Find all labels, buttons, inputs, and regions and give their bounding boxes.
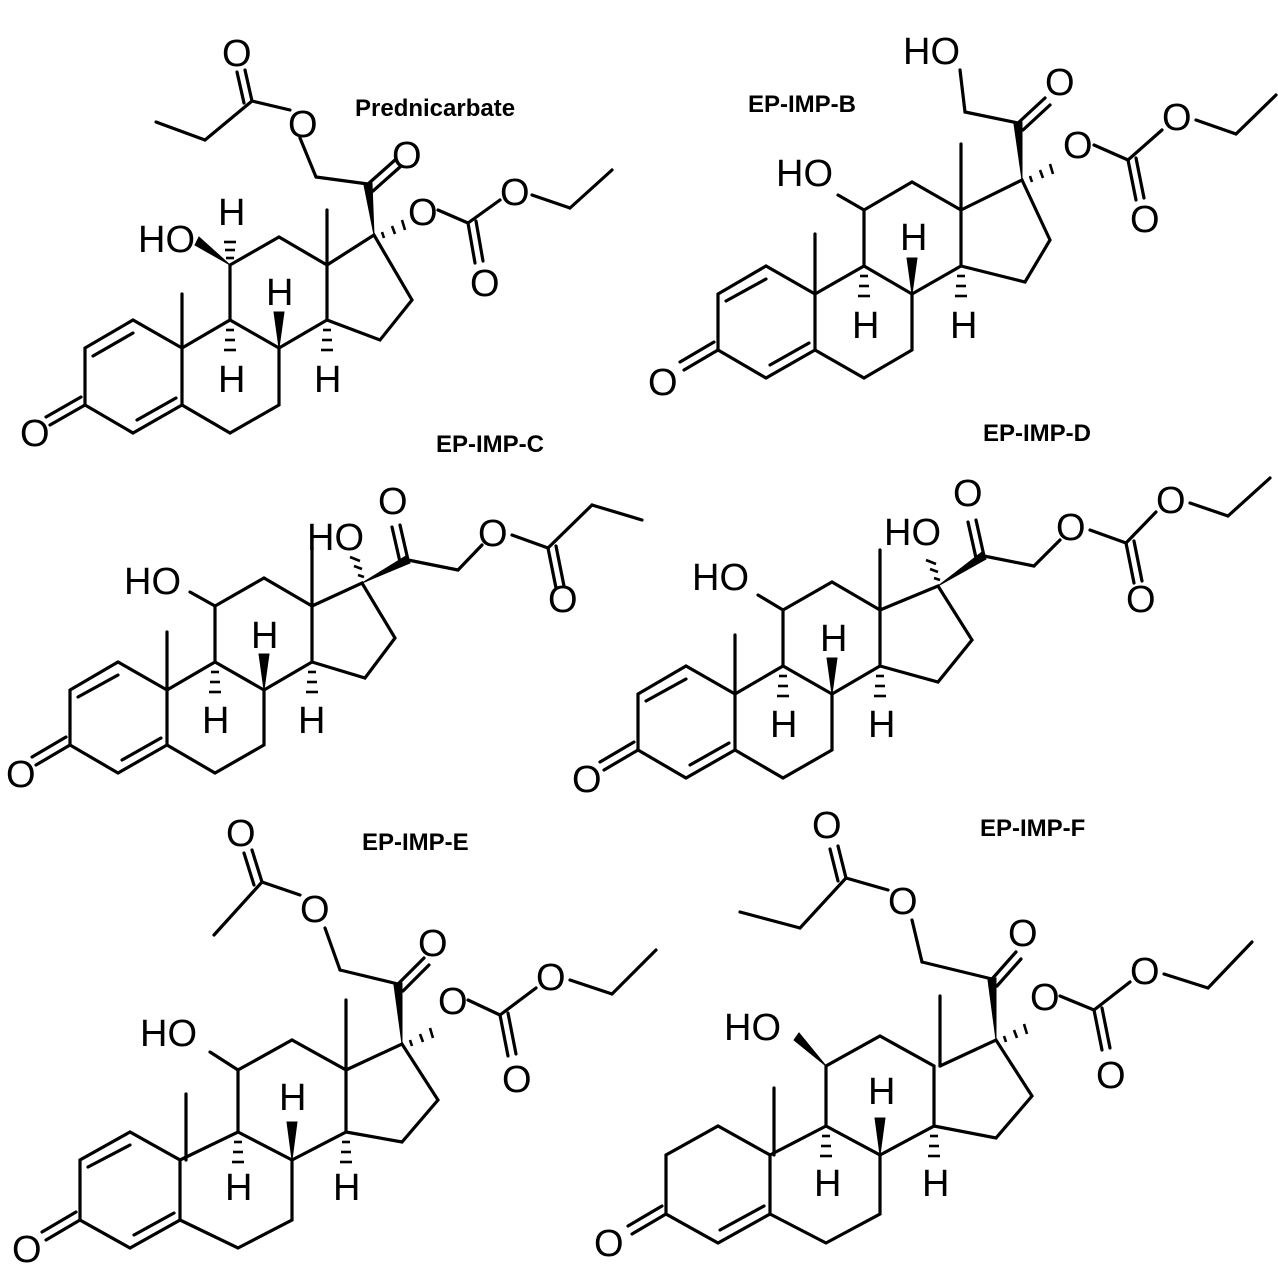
atom-o: O xyxy=(1130,951,1160,993)
atom-o: O xyxy=(1045,62,1075,104)
atom-14-h: H xyxy=(868,704,895,746)
atom-o: O xyxy=(502,1059,532,1101)
atom-14-h: H xyxy=(950,305,977,347)
atom-11-ho: HO xyxy=(692,557,749,599)
atom-o: O xyxy=(1008,913,1038,955)
atom-o: O xyxy=(300,889,330,931)
atom-o: O xyxy=(1156,480,1186,522)
atom-ho: HO xyxy=(903,31,960,73)
molecule-ep-imp-f: EP-IMP-F O HO H H H O O O O xyxy=(594,805,1254,1265)
title-ep-imp-b: EP-IMP-B xyxy=(748,91,856,118)
title-ep-imp-f: EP-IMP-F xyxy=(980,815,1085,842)
atom-17-ho: HO xyxy=(307,517,364,559)
atom-o: O xyxy=(478,513,508,555)
atom-14-h: H xyxy=(922,1163,949,1205)
atom-o: O xyxy=(953,473,983,515)
molecule-ep-imp-b: EP-IMP-B O HO H H H O HO O O O xyxy=(648,31,1278,404)
atom-ketone-o: O xyxy=(6,754,36,796)
atom-ketone-o: O xyxy=(20,413,50,455)
title-ep-imp-e: EP-IMP-E xyxy=(362,829,469,856)
atom-o: O xyxy=(288,104,318,146)
atom-o: O xyxy=(548,579,578,621)
atom-ketone-o: O xyxy=(572,759,602,801)
molecule-ep-imp-d: EP-IMP-D O HO H H H HO O O O O xyxy=(572,420,1272,801)
atom-11-ho: HO xyxy=(140,1013,197,1055)
title-prednicarbate: Prednicarbate xyxy=(355,95,515,122)
atom-8-h: H xyxy=(279,1077,306,1119)
atom-ketone-o: O xyxy=(594,1223,624,1265)
atom-9-h: H xyxy=(770,704,797,746)
atom-o: O xyxy=(470,263,500,305)
atom-14-h: H xyxy=(333,1167,360,1209)
atom-11-h: H xyxy=(218,192,245,234)
molecule-ep-imp-e: EP-IMP-E O HO H H H O O O O xyxy=(12,813,658,1271)
atom-11-ho: HO xyxy=(724,1007,781,1049)
molecule-prednicarbate: Prednicarbate O HO H H H H xyxy=(20,33,614,455)
atom-o: O xyxy=(1056,507,1086,549)
atom-o: O xyxy=(1030,977,1060,1019)
atom-o: O xyxy=(222,33,252,75)
title-ep-imp-c: EP-IMP-C xyxy=(436,431,544,458)
atom-17-ho: HO xyxy=(884,512,941,554)
atom-14-h: H xyxy=(314,359,341,401)
atom-11-ho: HO xyxy=(138,219,195,261)
atom-o: O xyxy=(378,481,408,523)
atom-8-h: H xyxy=(266,272,293,314)
atom-8-h: H xyxy=(900,217,927,259)
atom-o: O xyxy=(500,172,530,214)
atom-o: O xyxy=(1096,1055,1126,1097)
atom-9-h: H xyxy=(852,305,879,347)
atom-o: O xyxy=(536,957,566,999)
atom-8-h: H xyxy=(820,618,847,660)
atom-9-h: H xyxy=(218,359,245,401)
atom-o: O xyxy=(1130,199,1160,241)
atom-8-h: H xyxy=(251,615,278,657)
atom-o: O xyxy=(392,135,422,177)
atom-9-h: H xyxy=(202,700,229,742)
atom-o: O xyxy=(226,813,256,855)
atom-ketone-o: O xyxy=(12,1229,42,1271)
atom-14-h: H xyxy=(298,700,325,742)
atom-o: O xyxy=(1162,97,1192,139)
atom-o: O xyxy=(418,923,448,965)
atom-ketone-o: O xyxy=(648,362,678,404)
atom-11-ho: HO xyxy=(124,561,181,603)
title-ep-imp-d: EP-IMP-D xyxy=(983,420,1091,447)
atom-11-ho: HO xyxy=(776,153,833,195)
atom-o: O xyxy=(812,805,842,847)
atom-8-h: H xyxy=(868,1071,895,1113)
atom-9-h: H xyxy=(814,1163,841,1205)
atom-o: O xyxy=(408,192,438,234)
atom-o: O xyxy=(888,881,918,923)
atom-o: O xyxy=(438,981,468,1023)
atom-9-h: H xyxy=(225,1167,252,1209)
atom-o: O xyxy=(1126,579,1156,621)
molecule-ep-imp-c: EP-IMP-C O HO H H H HO O O O xyxy=(6,431,644,796)
atom-o: O xyxy=(1063,125,1093,167)
